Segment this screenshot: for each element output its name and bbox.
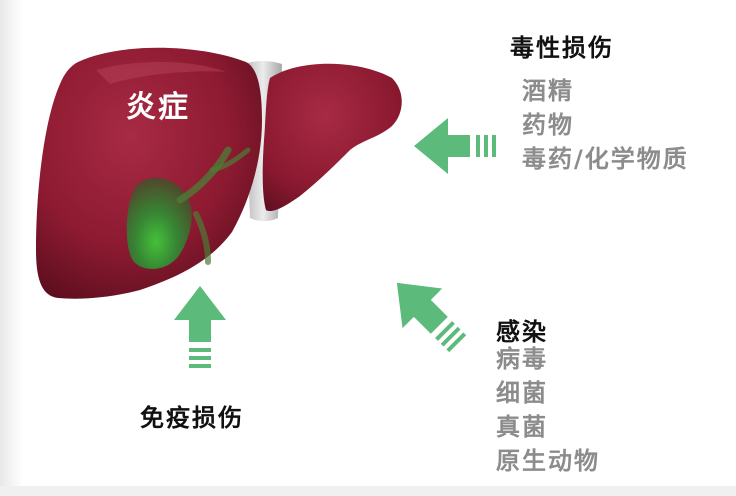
- infection-item: 细菌: [496, 379, 548, 407]
- toxic-item: 药物: [522, 111, 574, 139]
- infection-item: 病毒: [496, 345, 548, 373]
- infection-item: 真菌: [496, 413, 548, 441]
- toxic-item: 毒药/化学物质: [522, 145, 689, 173]
- arrow-immune: [174, 286, 226, 368]
- toxic-list: 酒精 药物 毒药/化学物质: [522, 74, 689, 176]
- infection-list: 病毒 细菌 真菌 原生动物: [496, 342, 600, 478]
- arrow-infection: [396, 282, 467, 353]
- immune-title: 免疫损伤: [140, 404, 244, 432]
- toxic-item: 酒精: [522, 77, 574, 105]
- infection-title: 感染: [496, 318, 548, 346]
- infection-item: 原生动物: [496, 447, 600, 475]
- toxic-title: 毒性损伤: [510, 34, 614, 62]
- liver-label: 炎症: [126, 90, 190, 125]
- arrow-toxic: [414, 118, 496, 174]
